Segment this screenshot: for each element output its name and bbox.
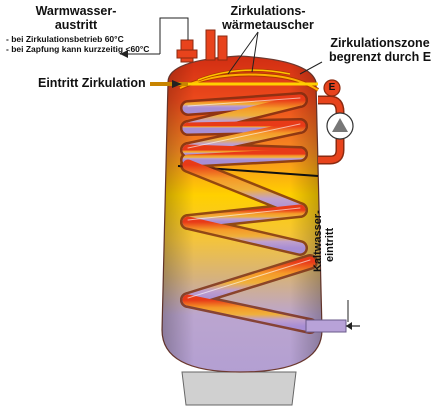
heat-exchanger-label-line1: Zirkulations- bbox=[230, 4, 306, 18]
tank-base bbox=[181, 371, 297, 406]
zone-label-line1: Zirkulationszone bbox=[330, 36, 430, 50]
cold-water-inlet-pipe bbox=[305, 319, 360, 333]
heat-exchanger-label-line2: wärmetauscher bbox=[222, 18, 314, 32]
warm-water-note-2: - bei Zapfung kann kurzzeitig <60°C bbox=[6, 44, 150, 54]
sensor-letter: E bbox=[328, 82, 336, 93]
heating-coil bbox=[180, 92, 318, 334]
warm-water-title-line1: Warmwasser- bbox=[35, 4, 117, 18]
cold-water-label-line1: Kaltwasser- bbox=[312, 210, 324, 272]
sensor-icon bbox=[323, 79, 341, 97]
zone-label-line2: begrenzt durch E bbox=[328, 50, 432, 64]
warm-water-note-1: - bei Zirkulationsbetrieb 60°C bbox=[6, 34, 124, 44]
warm-water-title: Warmwasser- austritt bbox=[28, 4, 124, 32]
circulation-inlet-label: Eintritt Zirkulation bbox=[38, 76, 146, 90]
leader-lines bbox=[227, 31, 349, 322]
arrow-icon bbox=[346, 322, 352, 330]
arrow-icon bbox=[172, 80, 182, 88]
arrow-icon bbox=[120, 50, 128, 58]
cold-water-label: Kaltwasser- eintritt bbox=[312, 192, 336, 272]
warm-water-outlet bbox=[120, 17, 228, 63]
zone-label: Zirkulationszone begrenzt durch E bbox=[328, 36, 432, 64]
warm-water-title-line2: austritt bbox=[54, 18, 98, 32]
pump-circuit bbox=[318, 95, 354, 165]
cold-water-label-line2: eintritt bbox=[324, 227, 336, 262]
circulation-inlet bbox=[150, 80, 318, 88]
heat-exchanger-label: Zirkulations- wärmetauscher bbox=[210, 4, 326, 32]
